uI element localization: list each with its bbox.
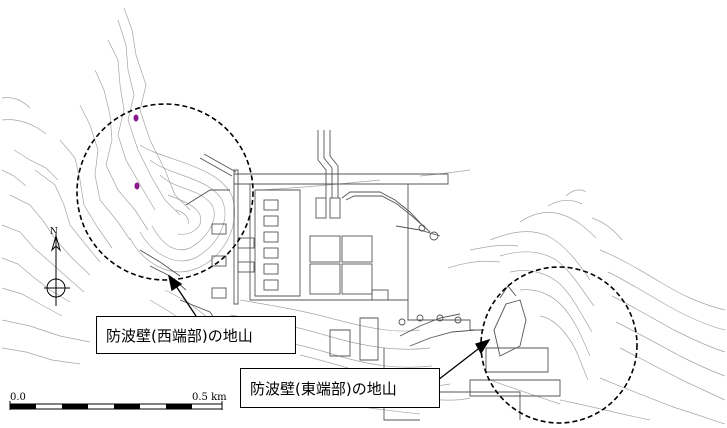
east-callout-arrow xyxy=(437,345,483,381)
survey-markers xyxy=(133,114,140,190)
scale-end-label: 0.5 km xyxy=(192,392,227,403)
north-letter: N xyxy=(50,227,58,237)
scale-bar xyxy=(9,401,223,410)
scale-start-label: 0.0 xyxy=(10,392,26,403)
callout-arrows xyxy=(168,274,491,381)
marker-point xyxy=(133,114,139,122)
plant-structures xyxy=(139,130,561,421)
compass-icon xyxy=(44,234,70,306)
west-callout-label: 防波壁(西端部)の地山 xyxy=(96,316,296,354)
east-arrowhead xyxy=(475,338,491,355)
west-callout-arrow xyxy=(173,282,197,317)
north-arrow-icon xyxy=(50,234,62,252)
contour-lines xyxy=(1,7,726,425)
east-callout-label: 防波壁(東端部)の地山 xyxy=(240,368,440,408)
marker-point xyxy=(134,182,140,190)
east-area-circle xyxy=(480,266,638,424)
west-arrowhead xyxy=(168,274,183,292)
west-area-circle xyxy=(76,103,254,281)
